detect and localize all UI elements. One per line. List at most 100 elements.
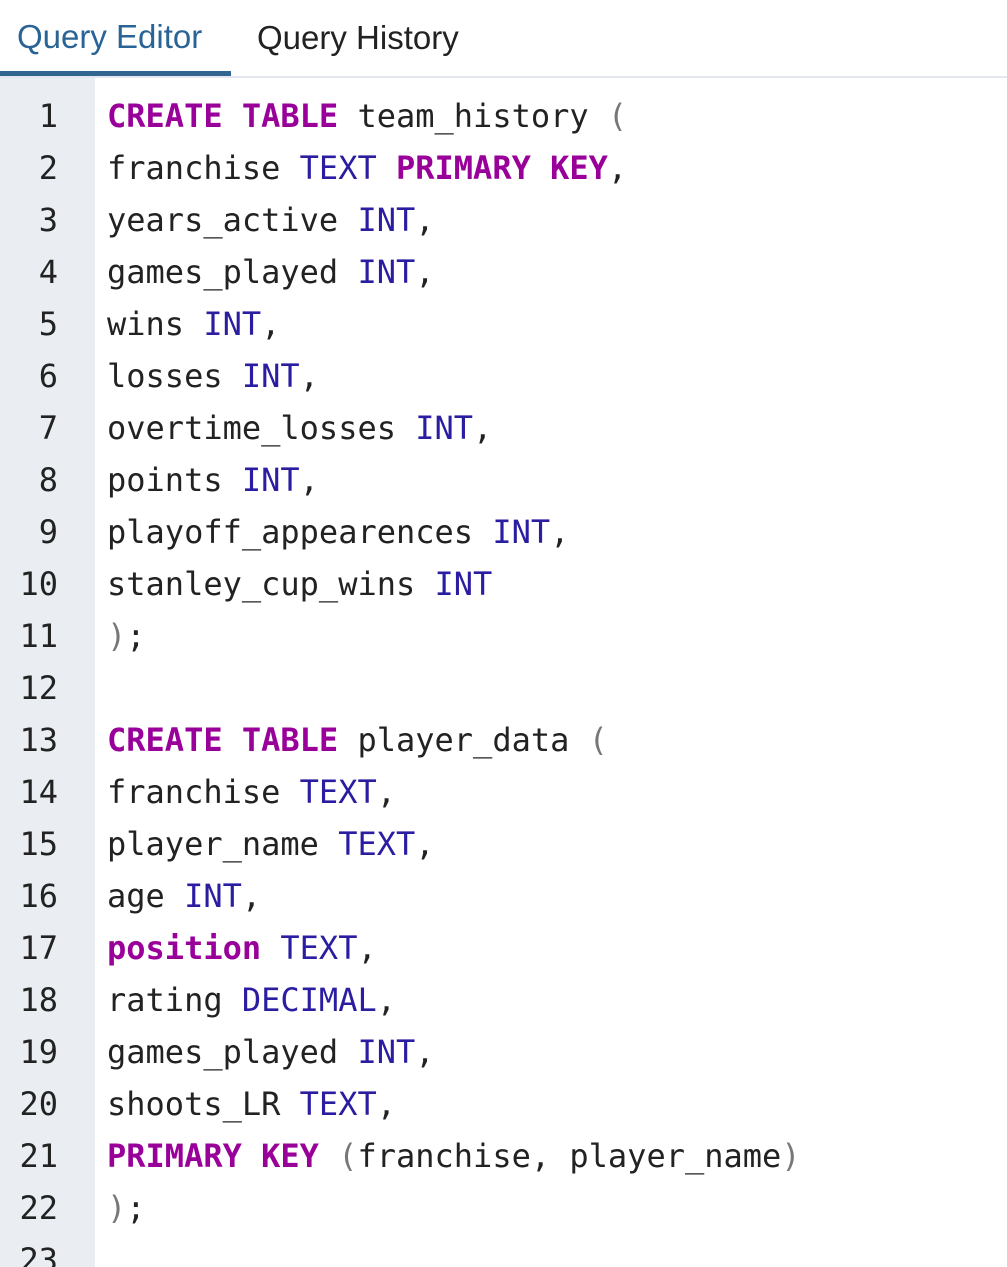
sql-identifier: shoots_LR <box>107 1085 300 1123</box>
code-text: stanley_cup_wins INT <box>58 565 492 603</box>
sql-type: TEXT <box>280 929 358 967</box>
sql-keyword: PRIMARY <box>107 1137 242 1175</box>
code-line[interactable]: 11); <box>0 610 1007 662</box>
sql-identifier <box>531 149 550 187</box>
code-text: overtime_losses INT, <box>58 409 492 447</box>
sql-punctuation: ) <box>781 1137 801 1175</box>
sql-type: TEXT <box>338 825 416 863</box>
sql-identifier <box>319 1137 338 1175</box>
sql-identifier: overtime_losses <box>107 409 416 447</box>
code-text: CREATE TABLE team_history ( <box>58 97 627 135</box>
sql-punctuation: ) <box>107 1189 127 1227</box>
sql-identifier: games_played <box>107 1033 358 1071</box>
sql-punctuation: ( <box>338 1137 358 1175</box>
sql-keyword: CREATE <box>107 97 223 135</box>
sql-identifier: team_history <box>338 97 608 135</box>
line-number: 13 <box>19 721 58 759</box>
line-number-gutter <box>0 78 95 1267</box>
sql-keyword: TABLE <box>241 721 339 759</box>
sql-type: INT <box>357 253 416 291</box>
line-number: 5 <box>38 305 58 343</box>
tab-bar: Query Editor Query History <box>0 0 1007 78</box>
sql-punctuation: ( <box>607 97 628 135</box>
sql-identifier: , <box>415 1033 435 1071</box>
code-text: losses INT, <box>58 357 319 395</box>
line-number: 15 <box>19 825 58 863</box>
sql-identifier: player_data <box>338 721 589 759</box>
code-text: games_played INT, <box>58 1033 435 1071</box>
sql-keyword: KEY <box>261 1137 319 1175</box>
sql-identifier: wins <box>107 305 204 343</box>
sql-identifier: , <box>261 305 281 343</box>
line-number: 6 <box>38 357 58 395</box>
line-number: 3 <box>38 201 58 239</box>
sql-identifier: , <box>357 929 377 967</box>
line-number: 23 <box>19 1241 58 1267</box>
sql-identifier: rating <box>107 981 242 1019</box>
tab-query-history[interactable]: Query History <box>257 19 459 56</box>
sql-type: INT <box>492 513 551 551</box>
sql-type: TEXT <box>299 149 377 187</box>
sql-type: INT <box>434 565 493 603</box>
sql-identifier: , <box>376 1085 396 1123</box>
sql-identifier: stanley_cup_wins <box>107 565 435 603</box>
sql-identifier: , <box>376 773 396 811</box>
sql-identifier: , <box>473 409 493 447</box>
code-text: wins INT, <box>58 305 280 343</box>
code-text: ); <box>58 1189 146 1227</box>
line-number: 16 <box>19 877 58 915</box>
sql-keyword: position <box>107 929 262 967</box>
sql-identifier: age <box>107 877 185 915</box>
sql-identifier: ; <box>126 1189 146 1227</box>
code-text: PRIMARY KEY (franchise, player_name) <box>58 1137 801 1175</box>
sql-keyword: KEY <box>550 149 608 187</box>
line-number: 17 <box>19 929 58 967</box>
sql-identifier: , <box>607 149 628 187</box>
sql-keyword: PRIMARY <box>395 149 531 187</box>
code-line[interactable]: 23 <box>0 1234 1007 1267</box>
code-text: shoots_LR TEXT, <box>58 1085 396 1123</box>
sql-identifier: , <box>376 981 396 1019</box>
code-line[interactable]: 12 <box>0 662 1007 714</box>
line-number: 14 <box>19 773 58 811</box>
sql-identifier: , <box>415 201 435 239</box>
sql-identifier: ; <box>126 617 146 655</box>
sql-identifier: playoff_appearences <box>107 513 493 551</box>
sql-type: INT <box>241 357 300 395</box>
code-text: ); <box>58 617 146 655</box>
code-text: position TEXT, <box>58 929 377 967</box>
line-number: 21 <box>19 1137 58 1175</box>
code-line[interactable]: 22); <box>0 1182 1007 1234</box>
sql-type: INT <box>241 461 300 499</box>
code-text: age INT, <box>58 877 261 915</box>
sql-identifier: , <box>299 357 319 395</box>
sql-identifier <box>377 149 396 187</box>
line-number: 22 <box>19 1189 58 1227</box>
sql-identifier: losses <box>107 357 242 395</box>
sql-identifier <box>261 929 280 967</box>
sql-type: INT <box>357 1033 416 1071</box>
line-number: 10 <box>19 565 58 603</box>
tab-query-editor[interactable]: Query Editor <box>0 0 231 76</box>
